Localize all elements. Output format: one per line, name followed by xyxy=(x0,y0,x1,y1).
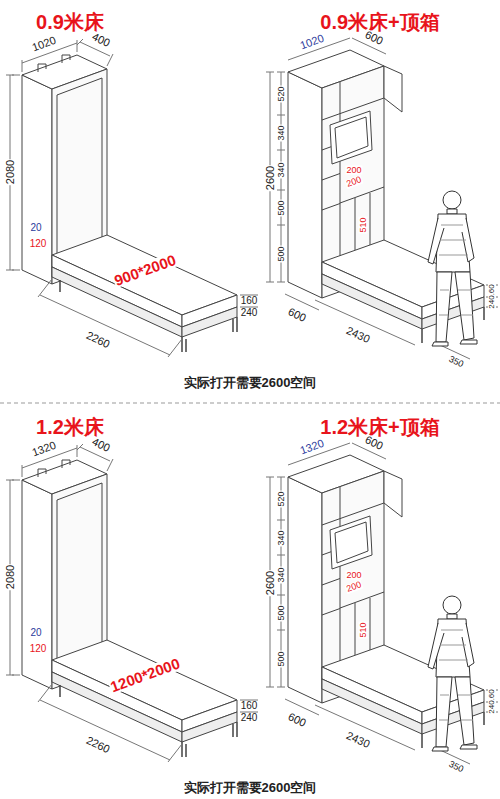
dimension-label: 500 xyxy=(277,604,286,621)
dimension-label: 1320 xyxy=(30,439,59,458)
dimension-label: 120 xyxy=(29,644,48,654)
dimension-label: 200 xyxy=(344,580,363,594)
dimension-label: 2430 xyxy=(344,325,373,346)
dimension-label: 520 xyxy=(277,85,286,102)
dimension-label: 600 xyxy=(285,306,308,325)
dimension-label: 2600 xyxy=(265,570,276,596)
heading: 1.2米床+顶箱 xyxy=(319,417,440,437)
dimension-label: 400 xyxy=(89,31,112,50)
heading: 1.2米床 xyxy=(35,417,105,437)
heading: 0.9米床 xyxy=(35,12,105,32)
bed-drawing xyxy=(6,443,498,764)
dimension-label: 2080 xyxy=(5,564,16,590)
dimension-label: 160 xyxy=(240,296,259,306)
dimension-label: 160 xyxy=(240,701,259,711)
dimension-label: 200 xyxy=(344,175,363,189)
bed-size: 1200*2000 xyxy=(107,655,182,695)
dimension-label: 240 xyxy=(240,713,259,723)
caption: 实际打开需要2600空间 xyxy=(183,781,318,794)
dimension-label: 240 xyxy=(488,699,496,714)
dimension-label: 400 xyxy=(89,436,112,455)
dimension-label: 1020 xyxy=(30,34,59,53)
separator xyxy=(0,403,500,404)
dimension-label: 510 xyxy=(359,216,368,233)
dimension-label: 2260 xyxy=(84,329,113,350)
dimension-label: 2260 xyxy=(84,734,113,755)
bed-size: 900*2000 xyxy=(111,252,178,289)
dimension-label: 520 xyxy=(277,490,286,507)
dimension-label: 240 xyxy=(488,294,496,309)
caption: 实际打开需要2600空间 xyxy=(183,376,318,389)
bed-drawing xyxy=(6,38,498,359)
dimension-label: 340 xyxy=(277,124,286,141)
dimension-label: 20 xyxy=(29,628,42,638)
dimension-label: 500 xyxy=(277,650,286,667)
dimension-label: 340 xyxy=(277,566,286,583)
dimension-label: 200 xyxy=(345,571,362,580)
dimension-label: 340 xyxy=(277,161,286,178)
dimension-label: 500 xyxy=(277,245,286,262)
dimension-label: 500 xyxy=(277,199,286,216)
heading: 0.9米床+顶箱 xyxy=(319,12,440,32)
dimension-label: 240 xyxy=(240,308,259,318)
dimension-label: 200 xyxy=(345,166,362,175)
dimension-label: 510 xyxy=(359,621,368,638)
dimension-label: 1020 xyxy=(298,32,327,51)
dimension-label: 20 xyxy=(29,223,42,233)
dimension-label: 600 xyxy=(285,711,308,730)
dimension-label: 1320 xyxy=(298,437,327,456)
dimension-label: 340 xyxy=(277,529,286,546)
dimension-label: 120 xyxy=(29,239,48,249)
dimension-label: 350 xyxy=(446,759,465,774)
dimension-label: 350 xyxy=(446,354,465,369)
dimension-label: 2600 xyxy=(265,165,276,191)
dimension-label: 2430 xyxy=(344,730,373,751)
dimension-label: 2080 xyxy=(5,159,16,185)
